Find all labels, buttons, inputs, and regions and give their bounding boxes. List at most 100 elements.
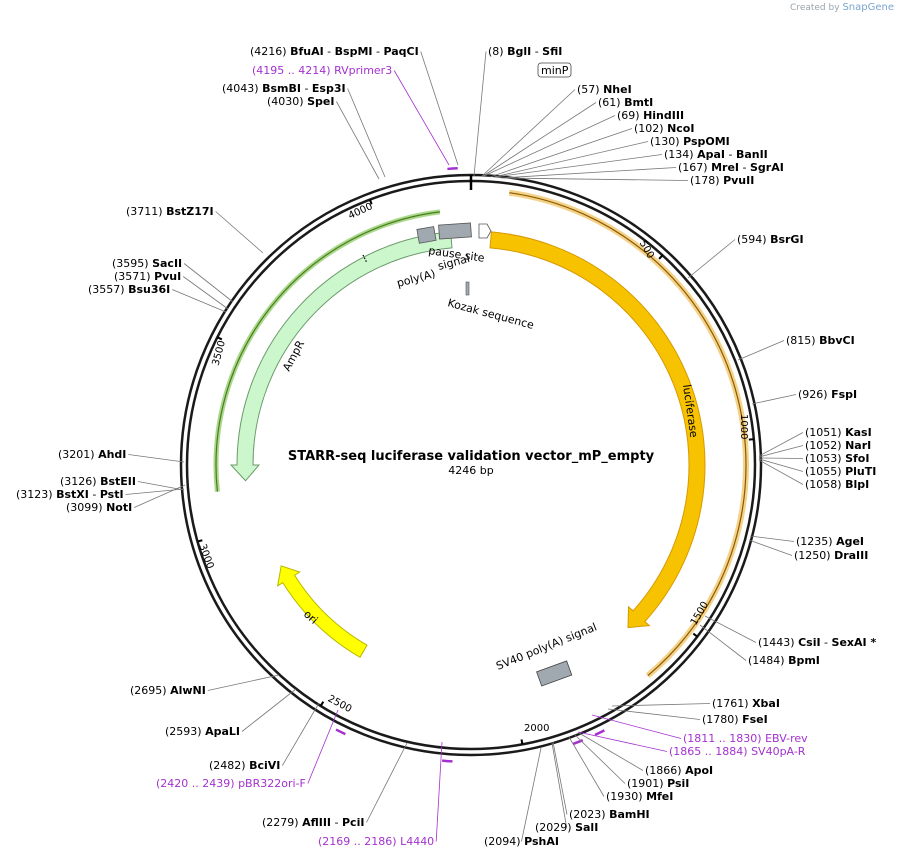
sv40-feature (536, 660, 573, 687)
site-position: (1053) (805, 452, 845, 465)
site-label-bpmi[interactable]: (1484) BpmI (748, 654, 820, 667)
plasmid-backbone (179, 173, 763, 757)
site-name: BstEII (100, 475, 136, 488)
site-label-ncoi[interactable]: (102) NcoI (634, 122, 694, 135)
site-label-agei[interactable]: (1235) AgeI (796, 535, 864, 548)
site-position: (3557) (88, 283, 128, 296)
leader-line (494, 154, 663, 178)
site-position: (1250) (794, 549, 834, 562)
leader-line (574, 734, 626, 784)
site-label-pvui[interactable]: (3571) PvuI (114, 270, 181, 283)
site-label-bamhi[interactable]: (2023) BamHI (569, 808, 650, 821)
site-label-pshai[interactable]: (2094) PshAI (484, 835, 559, 848)
site-label-noti[interactable]: (3099) NotI (66, 501, 132, 514)
site-label-fsei[interactable]: (1780) FseI (702, 713, 768, 726)
site-position: (2023) (569, 808, 609, 821)
leader-line (751, 394, 797, 405)
site-label-bsteii[interactable]: (3126) BstEII (60, 475, 136, 488)
site-label-mfei[interactable]: (1930) MfeI (606, 790, 673, 803)
site-name: KasI (845, 426, 872, 439)
site-label-mrei[interactable]: (167) MreI - SgrAI (678, 161, 784, 174)
site-position: (3571) (114, 270, 154, 283)
site-label-apai[interactable]: (134) ApaI - BanII (664, 148, 768, 161)
site-label-draiii[interactable]: (1250) DraIII (794, 549, 868, 562)
leader-line (607, 708, 701, 720)
leader-line (749, 535, 795, 542)
site-label-spei[interactable]: (4030) SpeI (267, 95, 334, 108)
leader-line (241, 688, 297, 732)
site-label-pspomi[interactable]: (130) PspOMI (650, 135, 730, 148)
site-name: L4440 (400, 835, 434, 848)
site-label-bstz17i[interactable]: (3711) BstZ17I (126, 205, 214, 218)
site-position: (1055) (805, 465, 845, 478)
site-position: (1235) (796, 535, 836, 548)
site-label-xbai[interactable]: (1761) XbaI (712, 697, 780, 710)
leader-line (611, 703, 711, 707)
site-position: (8) (488, 45, 507, 58)
leader-line (307, 709, 339, 784)
site-label-ahdi[interactable]: (3201) AhdI (58, 448, 126, 461)
site-label-rvprimer3[interactable]: (4195 .. 4214) RVprimer3 (252, 64, 392, 77)
site-name: FseI (742, 713, 768, 726)
site-label-csii[interactable]: (1443) CsiI - SexAI * (758, 636, 876, 649)
site-label-bbvci[interactable]: (815) BbvCI (786, 334, 855, 347)
site-label-bsu36i[interactable]: (3557) Bsu36I (88, 283, 170, 296)
site-name-extra: BanII (736, 148, 768, 161)
brand-name: SnapGene (842, 2, 894, 13)
site-label-sali[interactable]: (2029) SalI (535, 821, 598, 834)
site-label-bcivi[interactable]: (2482) BciVI (209, 759, 280, 772)
site-label-psii[interactable]: (1901) PsiI (627, 777, 689, 790)
site-label-sfoi[interactable]: (1053) SfoI (805, 452, 869, 465)
site-label-kasi[interactable]: (1051) KasI (805, 426, 872, 439)
site-label-apoi[interactable]: (1866) ApoI (645, 764, 713, 777)
site-label-ebv-rev[interactable]: (1811 .. 1830) EBV-rev (683, 732, 808, 745)
site-label-bstxi[interactable]: (3123) BstXI - PstI (16, 488, 124, 501)
site-label-fspi[interactable]: (926) FspI (798, 388, 857, 401)
site-label-alwni[interactable]: (2695) AlwNI (130, 684, 206, 697)
minp-label: minP (541, 64, 569, 77)
site-name: BstZ17I (166, 205, 214, 218)
site-label-afliii[interactable]: (2279) AflIII - PciI (262, 816, 364, 829)
site-label-sv40pa-r[interactable]: (1865 .. 1884) SV40pA-R (669, 745, 806, 758)
site-label-bgli[interactable]: (8) BglI - SfiI (488, 45, 562, 58)
site-position: (594) (737, 233, 770, 246)
site-name: Bsu36I (128, 283, 170, 296)
polya-label-1: poly(A) (395, 267, 436, 290)
site-name-extra: PaqCI (383, 45, 418, 58)
site-label-blpi[interactable]: (1058) BlpI (805, 478, 869, 491)
site-name-extra: - (373, 45, 384, 58)
site-label-hindiii[interactable]: (69) HindIII (617, 109, 684, 122)
site-name: CsiI (798, 636, 820, 649)
site-name-extra: - (89, 488, 100, 501)
site-label-l4440[interactable]: (2169 .. 2186) L4440 (318, 835, 434, 848)
site-label-sacii[interactable]: (3595) SacII (112, 257, 182, 270)
site-name: BglI (507, 45, 531, 58)
ampr-band-line (215, 211, 440, 492)
site-label-bmti[interactable]: (61) BmtI (598, 96, 653, 109)
site-label-nhei[interactable]: (57) NheI (577, 83, 632, 96)
site-name: AlwNI (170, 684, 206, 697)
leader-line (758, 457, 804, 459)
site-name: NheI (603, 83, 632, 96)
site-label-apali[interactable]: (2593) ApaLI (165, 725, 240, 738)
primer-pbr322ori-f (335, 728, 346, 736)
site-label-nari[interactable]: (1052) NarI (805, 439, 871, 452)
site-position: (1058) (805, 478, 845, 491)
site-name: AflIII (302, 816, 331, 829)
site-label-pluti[interactable]: (1055) PluTI (805, 465, 876, 478)
site-label-bsrgi[interactable]: (594) BsrGI (737, 233, 804, 246)
site-name: BbvCI (819, 334, 855, 347)
site-name: NarI (845, 439, 871, 452)
site-label-pbr322ori-f[interactable]: (2420 .. 2439) pBR322ori-F (156, 777, 306, 790)
site-position: (2029) (535, 821, 575, 834)
site-position: (102) (634, 122, 667, 135)
polya-feature-2 (438, 222, 472, 240)
site-name: AgeI (836, 535, 864, 548)
site-name: PvuI (154, 270, 181, 283)
site-label-bsmbi[interactable]: (4043) BsmBI - Esp3I (222, 82, 346, 95)
site-label-pvuii[interactable]: (178) PvuII (690, 174, 754, 187)
site-label-bfuai[interactable]: (4216) BfuAI - BspMI - PaqCI (250, 45, 419, 58)
tick-mark (692, 632, 698, 638)
luciferase-arrow (489, 231, 706, 629)
